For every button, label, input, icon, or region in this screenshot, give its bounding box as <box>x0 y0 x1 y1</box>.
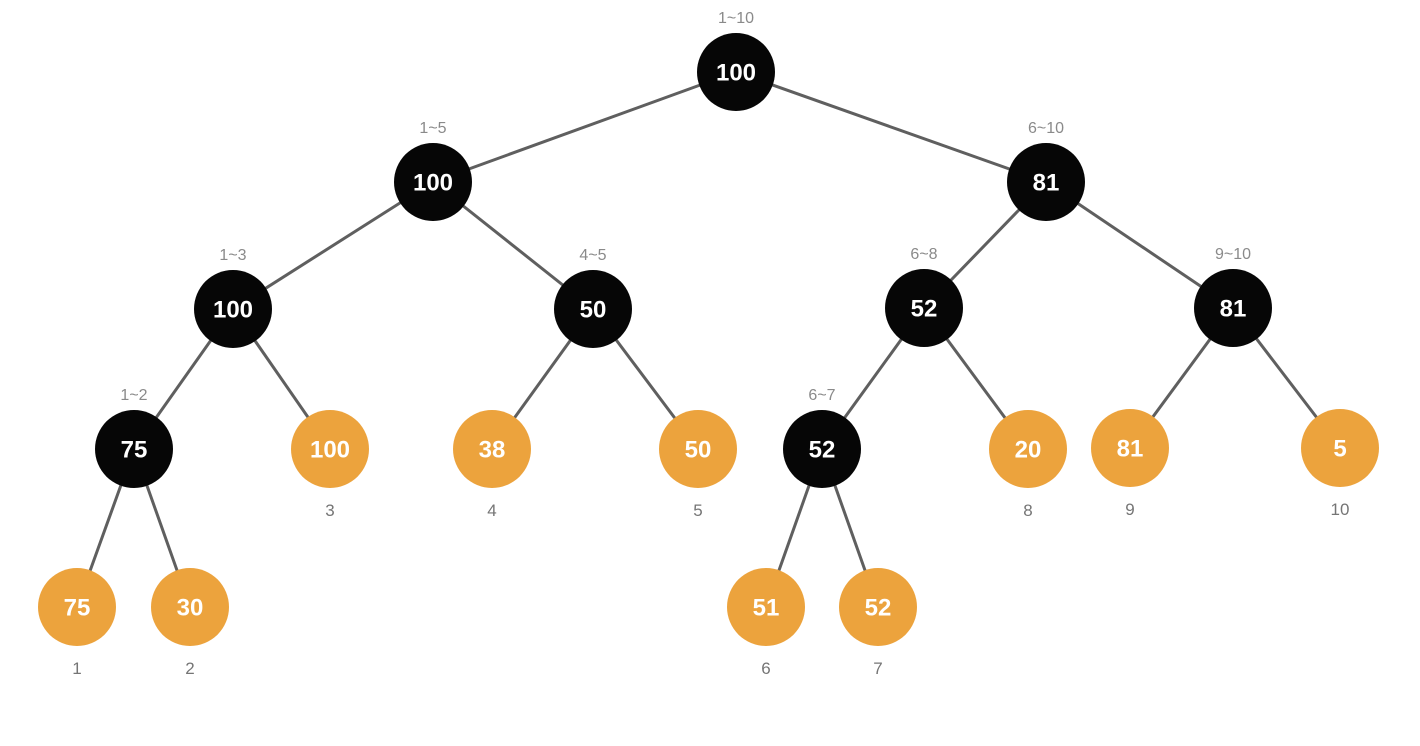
tree-edge-n1-10-n1-5 <box>432 70 737 184</box>
node-value: 5 <box>1333 435 1346 462</box>
internal-node-6~7: 52 6~7 <box>783 387 861 488</box>
tree-edge-n1-5-n1-3 <box>232 180 434 311</box>
node-value: 81 <box>1033 169 1060 196</box>
internal-node-6~8: 52 6~8 <box>885 246 963 347</box>
node-value: 51 <box>753 594 780 621</box>
leaf-circle <box>1301 409 1379 487</box>
range-label: 1~2 <box>120 387 147 404</box>
leaf-circle <box>727 568 805 646</box>
internal-circle <box>95 410 173 488</box>
node-value: 100 <box>413 169 453 196</box>
internal-circle <box>194 270 272 348</box>
leaf-circle <box>38 568 116 646</box>
internal-circle <box>554 270 632 348</box>
node-value: 50 <box>685 436 712 463</box>
node-value: 100 <box>310 436 350 463</box>
leaf-circle <box>151 568 229 646</box>
internal-node-1~5: 100 1~5 <box>394 120 472 221</box>
range-label: 4~5 <box>579 247 606 264</box>
internal-circle <box>1007 143 1085 221</box>
leaf-node-3: 100 3 <box>291 410 369 520</box>
index-label: 6 <box>761 659 770 678</box>
leaf-circle <box>659 410 737 488</box>
index-label: 2 <box>185 659 194 678</box>
internal-circle <box>697 33 775 111</box>
leaf-circle <box>291 410 369 488</box>
range-label: 6~8 <box>910 246 937 263</box>
range-label: 6~10 <box>1028 120 1064 137</box>
node-value: 38 <box>479 436 506 463</box>
range-label: 1~3 <box>219 247 246 264</box>
tree-edge-n1-10-n6-10 <box>735 70 1047 184</box>
leaf-node-6: 51 6 <box>727 568 805 678</box>
internal-circle <box>783 410 861 488</box>
node-value: 50 <box>580 296 607 323</box>
internal-node-1~10: 100 1~10 <box>697 10 775 111</box>
internal-node-6~10: 81 6~10 <box>1007 120 1085 221</box>
node-value: 75 <box>121 436 148 463</box>
index-label: 3 <box>325 501 334 520</box>
leaf-node-1: 75 1 <box>38 568 116 678</box>
range-label: 6~7 <box>808 387 835 404</box>
range-label: 9~10 <box>1215 246 1251 263</box>
index-label: 10 <box>1331 500 1350 519</box>
internal-node-1~2: 75 1~2 <box>95 387 173 488</box>
leaf-node-5: 50 5 <box>659 410 737 520</box>
internal-node-9~10: 81 9~10 <box>1194 246 1272 347</box>
node-value: 100 <box>213 296 253 323</box>
leaf-node-4: 38 4 <box>453 410 531 520</box>
range-label: 1~10 <box>718 10 754 27</box>
internal-circle <box>1194 269 1272 347</box>
leaf-circle <box>839 568 917 646</box>
node-value: 100 <box>716 59 756 86</box>
index-label: 9 <box>1125 500 1134 519</box>
node-value: 20 <box>1015 436 1042 463</box>
leaf-node-8: 20 8 <box>989 410 1067 520</box>
node-value: 81 <box>1117 435 1144 462</box>
node-value: 81 <box>1220 295 1247 322</box>
node-value: 30 <box>177 594 204 621</box>
node-value: 52 <box>865 594 892 621</box>
leaf-circle <box>453 410 531 488</box>
index-label: 4 <box>487 501 496 520</box>
internal-circle <box>885 269 963 347</box>
internal-node-1~3: 100 1~3 <box>194 247 272 348</box>
index-label: 1 <box>72 659 81 678</box>
internal-node-4~5: 50 4~5 <box>554 247 632 348</box>
range-label: 1~5 <box>419 120 446 137</box>
leaf-node-10: 5 10 <box>1301 409 1379 519</box>
leaf-circle <box>1091 409 1169 487</box>
leaf-node-2: 30 2 <box>151 568 229 678</box>
index-label: 7 <box>873 659 882 678</box>
index-label: 5 <box>693 501 702 520</box>
leaf-node-9: 81 9 <box>1091 409 1169 519</box>
node-value: 75 <box>64 594 91 621</box>
leaf-node-7: 52 7 <box>839 568 917 678</box>
node-value: 52 <box>911 295 938 322</box>
leaf-circle <box>989 410 1067 488</box>
internal-circle <box>394 143 472 221</box>
node-value: 52 <box>809 436 836 463</box>
index-label: 8 <box>1023 501 1032 520</box>
